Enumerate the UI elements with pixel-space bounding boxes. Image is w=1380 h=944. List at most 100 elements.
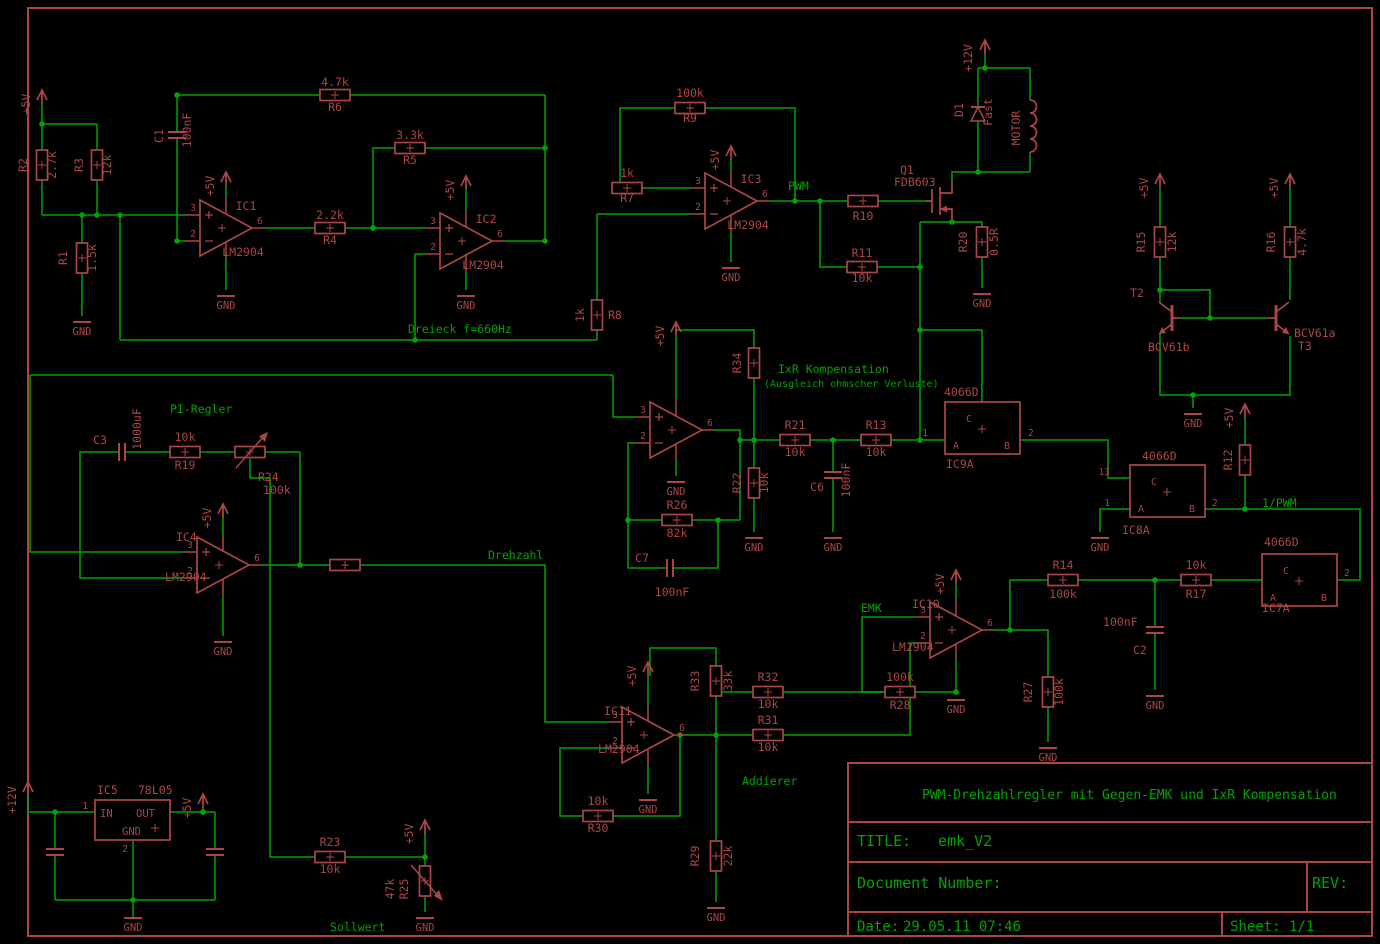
net-label-drehzahl: Drehzahl bbox=[488, 548, 543, 562]
switch-letter: B bbox=[1189, 504, 1195, 515]
wire bbox=[372, 147, 395, 228]
pin-number: 6 bbox=[254, 553, 260, 564]
net-label-ixr-sub: (Ausgleich ohmscher Verluste) bbox=[764, 379, 939, 390]
capacitor-C6 bbox=[824, 471, 842, 479]
supply-label: +5V bbox=[200, 508, 214, 529]
component-label: R5 bbox=[403, 153, 417, 167]
wire bbox=[360, 564, 608, 723]
component-label: 10k bbox=[175, 430, 196, 444]
supply-label: +5V bbox=[708, 150, 722, 171]
title-value: emk_V2 bbox=[938, 832, 992, 850]
ground-label: GND bbox=[217, 300, 236, 312]
wire bbox=[951, 171, 1030, 181]
pot-wiper-arrowhead bbox=[259, 432, 268, 442]
supply-icon-5V bbox=[197, 792, 209, 808]
pin-number: 3 bbox=[695, 176, 701, 187]
sheet-label: Sheet: bbox=[1230, 919, 1281, 935]
junction-dot bbox=[174, 92, 180, 98]
pin-number: 6 bbox=[707, 418, 713, 429]
component-label: R9 bbox=[683, 111, 697, 125]
junction-dot bbox=[1190, 392, 1196, 398]
wire bbox=[1245, 508, 1361, 581]
ground-label: GND bbox=[73, 326, 92, 338]
component-label: R27 bbox=[1021, 682, 1035, 703]
component-label: 2.7k bbox=[45, 151, 59, 179]
ground-label: GND bbox=[1091, 542, 1110, 554]
transistor-leads bbox=[1275, 301, 1290, 335]
component-label: MOTOR bbox=[1009, 111, 1023, 146]
wire bbox=[676, 329, 755, 348]
component-label: 2 bbox=[1344, 568, 1350, 579]
component-label: 3.3k bbox=[396, 128, 424, 142]
emitter-arrow bbox=[1159, 327, 1166, 334]
junction-dot bbox=[542, 145, 548, 151]
origin-cross bbox=[686, 104, 694, 112]
opamp-pin-stubs bbox=[691, 171, 769, 231]
junction-dot bbox=[751, 437, 757, 443]
component-label: IC11 bbox=[604, 704, 632, 718]
supply-label: +5V bbox=[1267, 178, 1281, 199]
junction-dot bbox=[200, 809, 206, 815]
pin-number: 3 bbox=[190, 203, 196, 214]
origin-cross bbox=[872, 436, 880, 444]
component-label: 10k bbox=[785, 445, 806, 459]
component-label: LM2904 bbox=[892, 640, 934, 654]
component-label: R21 bbox=[785, 418, 806, 432]
component-label: R16 bbox=[1264, 232, 1278, 253]
origin-cross bbox=[406, 144, 414, 152]
origin-cross bbox=[1044, 688, 1052, 696]
pin-number: 6 bbox=[987, 618, 993, 629]
component-label: OUT bbox=[136, 808, 156, 820]
wire bbox=[612, 375, 636, 418]
title-block-border bbox=[847, 762, 1373, 937]
component-label: R7 bbox=[620, 191, 634, 205]
component-label: T3 bbox=[1298, 339, 1312, 353]
origin-cross bbox=[215, 561, 223, 569]
junction-dot bbox=[792, 198, 798, 204]
opamp-polarity-marks bbox=[445, 224, 453, 255]
ground-label: GND bbox=[707, 912, 726, 924]
component-label: 10k bbox=[1186, 558, 1207, 572]
component-label: 10k bbox=[852, 271, 873, 285]
origin-cross bbox=[978, 425, 986, 433]
junction-dot bbox=[1242, 506, 1248, 512]
component-label: 2.2k bbox=[316, 208, 344, 222]
component-label: R20 bbox=[956, 232, 970, 253]
net-label-emk: EMK bbox=[861, 601, 882, 615]
supply-label: +5V bbox=[443, 180, 457, 201]
origin-cross bbox=[712, 852, 720, 860]
component-label: 10k bbox=[757, 473, 771, 494]
origin-cross bbox=[978, 238, 986, 246]
pin-number: 2 bbox=[920, 631, 926, 642]
junction-dot bbox=[1207, 315, 1213, 321]
analog-switch-IC8A bbox=[1129, 464, 1206, 518]
component-label: LM2904 bbox=[165, 570, 207, 584]
pin-number: 2 bbox=[612, 736, 618, 747]
opamp-pin-stubs bbox=[183, 535, 261, 595]
rev-label: REV: bbox=[1312, 874, 1348, 892]
ground-label: GND bbox=[214, 646, 233, 658]
supply-label: +12V bbox=[5, 786, 19, 814]
component-label: C7 bbox=[635, 551, 649, 565]
wire bbox=[920, 329, 983, 402]
supply-label: +5V bbox=[653, 326, 667, 347]
wire bbox=[559, 747, 608, 817]
component-label: 47k bbox=[383, 879, 397, 900]
opamp-pin-stubs bbox=[916, 600, 994, 660]
component-label: C1 bbox=[152, 129, 166, 143]
supply-label: +5V bbox=[625, 666, 639, 687]
component-label: IC7A bbox=[1262, 601, 1290, 615]
component-label: D1 bbox=[952, 103, 966, 117]
supply-icon-5V bbox=[670, 320, 682, 336]
frame-border bbox=[27, 7, 1373, 937]
pin-number: 2 bbox=[187, 566, 193, 577]
wire bbox=[819, 201, 847, 268]
component-label: R1 bbox=[56, 251, 70, 265]
origin-cross bbox=[640, 731, 648, 739]
wire bbox=[627, 442, 662, 521]
component-label: C2 bbox=[1133, 643, 1147, 657]
component-label: IC1 bbox=[236, 199, 257, 213]
component-label: R34 bbox=[730, 353, 744, 374]
origin-cross bbox=[218, 224, 226, 232]
